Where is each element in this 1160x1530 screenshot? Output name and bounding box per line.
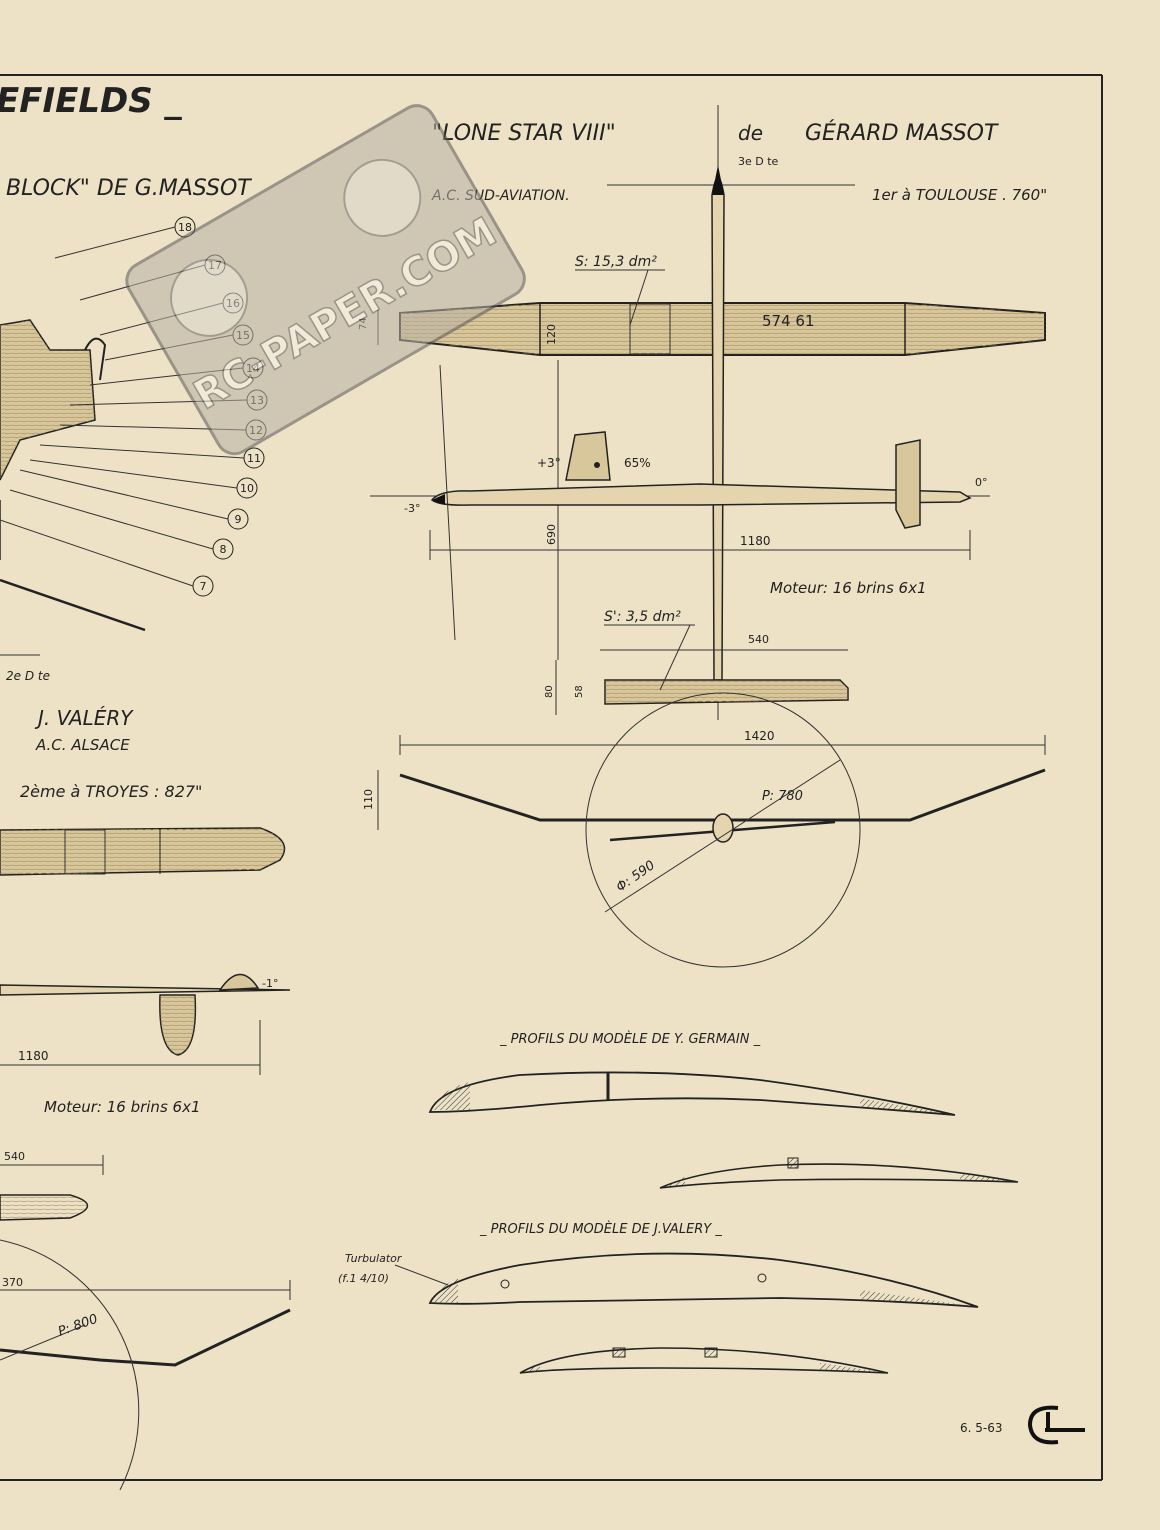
valery-side-view: -1° 1180 Moteur: 16 brins 6x1 <box>0 973 291 1116</box>
lone-star-class: 3e D te <box>738 155 779 168</box>
wing-area-label: S: 15,3 dm² <box>575 254 657 270</box>
lone-star-header: "LONE STAR VIII" de GÉRARD MASSOT 3e D t… <box>431 120 1047 204</box>
turbulator-spec: (f.1 4/10) <box>338 1272 389 1285</box>
lone-star-side-view: +3° 65% -3° 0° 1180 Moteur: 16 brins 6x1 <box>370 364 990 641</box>
valery-stab-angle: -1° <box>262 977 278 990</box>
valery-profiles: _ PROFILS DU MODÈLE DE J.VALERY _ Turbul… <box>338 1221 979 1374</box>
valery-class: 2e D te <box>6 669 50 683</box>
svg-text:8: 8 <box>220 543 227 556</box>
valery-result: 2ème à TROYES : 827" <box>20 782 202 801</box>
wakefields-title: EFIELDS _ <box>0 81 183 121</box>
callout-10: 10 <box>29 459 258 499</box>
callout-11: 11 <box>39 444 265 469</box>
valery-author: J. VALÉRY <box>34 706 134 730</box>
valery-stab-top: 540 <box>0 1150 104 1221</box>
germain-profiles: _ PROFILS DU MODÈLE DE Y. GERMAIN _ <box>428 1031 1019 1189</box>
stab-zero-deg: 0° <box>975 476 988 489</box>
dihedral-minus: -3° <box>404 502 420 515</box>
svg-text:11: 11 <box>247 452 261 465</box>
stab-area-label: S': 3,5 dm² <box>604 609 681 625</box>
length-dim: 1180 <box>740 534 771 548</box>
valery-club: A.C. ALSACE <box>35 736 130 754</box>
valery-span-dim: 370 <box>2 1276 23 1289</box>
valery-stab-span: 540 <box>4 1150 25 1163</box>
wing-registration: 574 61 <box>762 312 815 330</box>
left-model-title: BLOCK" DE G.MASSOT <box>6 176 252 201</box>
callout-18: 18 <box>54 216 196 259</box>
svg-text:9: 9 <box>235 513 242 526</box>
dihedral-plus: +3° <box>537 456 561 470</box>
stab-chord-dim: 80 <box>544 685 555 698</box>
dihedral-height-dim: 110 <box>362 789 375 810</box>
svg-text:18: 18 <box>178 221 192 234</box>
prop-pitch-label: P: 780 <box>762 789 803 804</box>
motor-label: Moteur: 16 brins 6x1 <box>770 579 927 597</box>
lone-star-result: 1er à TOULOUSE . 760" <box>872 186 1047 204</box>
valery-motor: Moteur: 16 brins 6x1 <box>44 1098 201 1116</box>
valery-length-dim: 1180 <box>18 1049 49 1063</box>
callout-9: 9 <box>19 469 249 530</box>
stab-chord2-dim: 58 <box>574 685 585 698</box>
germain-profiles-title: _ PROFILS DU MODÈLE DE Y. GERMAIN _ <box>499 1031 761 1047</box>
svg-text:7: 7 <box>200 580 207 593</box>
cg-percent: 65% <box>624 456 651 470</box>
callout-8: 8 <box>9 489 234 560</box>
span-dim: 1420 <box>744 729 775 743</box>
rc-paper-watermark: RC-PAPER.COM <box>125 104 526 456</box>
callout-7: 7 <box>0 519 214 597</box>
lone-star-top-view: 574 61 S: 15,3 dm² 120 74 S': 3,5 dm² 54… <box>358 105 1046 720</box>
valery-profiles-title: _ PROFILS DU MODÈLE DE J.VALERY _ <box>479 1221 722 1237</box>
page-border <box>0 74 1103 1481</box>
lone-star-de: de <box>738 121 763 145</box>
svg-text:10: 10 <box>240 482 254 495</box>
footer-date: 6. 5-63 <box>960 1421 1003 1435</box>
stab-span-dim: 540 <box>748 633 769 646</box>
publisher-logo-icon <box>1027 1405 1085 1445</box>
lone-star-author: GÉRARD MASSOT <box>805 120 999 146</box>
valery-wing-top <box>0 827 286 876</box>
valery-header: 2e D te J. VALÉRY A.C. ALSACE 2ème à TRO… <box>0 654 202 801</box>
turbulator-label: Turbulator <box>345 1252 403 1265</box>
lone-star-title: "LONE STAR VIII" <box>432 121 616 146</box>
wing-chord-dim: 120 <box>545 324 558 345</box>
fuselage-dim: 690 <box>545 524 558 545</box>
